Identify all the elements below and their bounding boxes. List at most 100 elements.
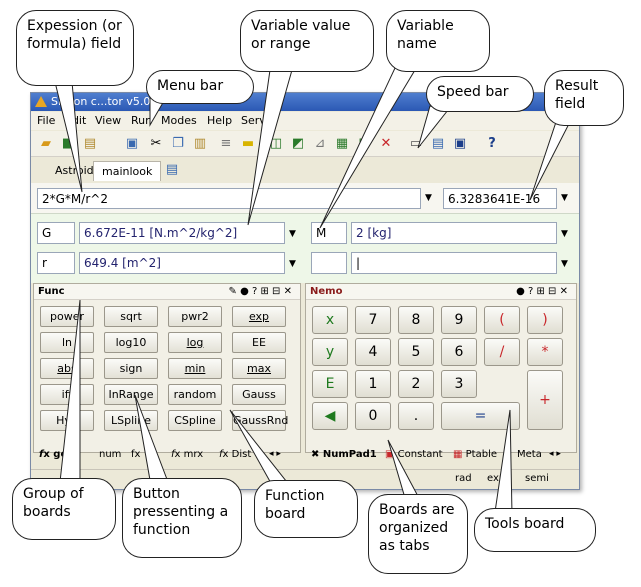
tab-mainlook[interactable]: mainlook xyxy=(93,161,162,181)
document-tabs: Astroid mainlook ▤ xyxy=(31,158,579,182)
tab-meta[interactable]: Meta xyxy=(517,449,542,460)
numpad-button-8[interactable]: 8 xyxy=(398,306,434,334)
numpad-button-.[interactable]: . xyxy=(398,402,434,430)
variable-dropdown-icon[interactable]: ▼ xyxy=(289,259,296,269)
func-button-random[interactable]: random xyxy=(168,384,222,405)
tab-constant[interactable]: ▣ Constant xyxy=(385,449,443,460)
numpad-button-9[interactable]: 9 xyxy=(441,306,477,334)
numpad-button-y[interactable]: y xyxy=(312,338,348,366)
menu-serv[interactable]: Serv xyxy=(241,114,266,127)
numpad-button-=[interactable]: = xyxy=(441,402,520,430)
func-button-sqrt[interactable]: sqrt xyxy=(104,306,158,327)
print-icon[interactable]: ▤ xyxy=(83,136,97,151)
variable-value-field[interactable]: | xyxy=(351,252,557,274)
document-icon[interactable]: ▣ xyxy=(125,136,139,151)
variable-name-field[interactable]: r xyxy=(37,252,75,274)
pointer-funcboard xyxy=(229,409,292,487)
callout-funcboard: Function board xyxy=(254,480,358,538)
help-icon[interactable]: ? xyxy=(488,136,496,151)
numpad-button-blank xyxy=(484,370,520,398)
variable-value-field[interactable]: 6.672E-11 [N.m^2/kg^2] xyxy=(79,222,285,244)
numpad-button-+[interactable]: + xyxy=(527,370,563,430)
numpad-button-3[interactable]: 3 xyxy=(441,370,477,398)
numpad-button-0[interactable]: 0 xyxy=(355,402,391,430)
menu-file[interactable]: File xyxy=(37,114,56,127)
tab-astroid[interactable]: Astroid xyxy=(55,164,94,177)
func-button-cspline[interactable]: CSpline xyxy=(168,410,222,431)
variable-dropdown-icon[interactable]: ▼ xyxy=(561,259,568,269)
menu-view[interactable]: View xyxy=(95,114,122,127)
callout-result: Result field xyxy=(544,70,624,126)
clear-icon[interactable]: ✕ xyxy=(380,136,392,151)
numpad-button-5[interactable]: 5 xyxy=(398,338,434,366)
numpad-button-6[interactable]: 6 xyxy=(441,338,477,366)
func-button-ee[interactable]: EE xyxy=(232,332,286,353)
func-board-title: Func xyxy=(38,286,65,297)
nemo-board-header: Nemo ● ? ⊞ ⊟ ✕ xyxy=(306,284,576,300)
table-icon[interactable]: ▦ xyxy=(335,136,349,151)
variable-dropdown-icon[interactable]: ▼ xyxy=(561,229,568,239)
variable-name-field[interactable] xyxy=(311,252,347,274)
window-title: Sicyon c...tor v5.0 ( xyxy=(51,95,159,108)
numpad-button-E[interactable]: E xyxy=(312,370,348,398)
numpad-button-/[interactable]: / xyxy=(484,338,520,366)
numpad-button-2[interactable]: 2 xyxy=(398,370,434,398)
numpad-button-)[interactable]: ) xyxy=(527,306,563,334)
expression-dropdown-icon[interactable]: ▼ xyxy=(425,193,432,203)
open-folder-icon[interactable]: ▰ xyxy=(41,136,51,151)
variable-value-field[interactable]: 2 [kg] xyxy=(351,222,557,244)
tab-dist[interactable]: fx Dist xyxy=(219,449,252,460)
result-field[interactable]: 6.3283641E-16 xyxy=(443,188,557,209)
func-button-exp[interactable]: exp xyxy=(232,306,286,327)
variable-dropdown-icon[interactable]: ▼ xyxy=(289,229,296,239)
func-button-gaussrnd[interactable]: GaussRnd xyxy=(232,410,288,431)
copy-icon[interactable]: ❐ xyxy=(172,136,184,151)
panel-icon[interactable]: ▣ xyxy=(453,136,467,151)
func-button-gauss[interactable]: Gauss xyxy=(232,384,286,405)
func-button-inrange[interactable]: InRange xyxy=(104,384,158,405)
tab-num[interactable]: num xyxy=(99,449,122,460)
callout-varname: Variable name xyxy=(386,10,490,72)
highlight-icon[interactable]: ▬ xyxy=(241,136,255,151)
func-button-log[interactable]: log xyxy=(168,332,222,353)
variable-name-field[interactable]: G xyxy=(37,222,75,244)
tab-numpad1[interactable]: ✖ NumPad1 xyxy=(311,449,377,460)
numpad-button-4[interactable]: 4 xyxy=(355,338,391,366)
numpad-button-x[interactable]: x xyxy=(312,306,348,334)
new-tab-icon[interactable]: ▤ xyxy=(165,162,179,177)
tab-ptable[interactable]: ▦ Ptable xyxy=(453,449,497,460)
board-controls[interactable]: ● ? ⊞ ⊟ ✕ xyxy=(516,286,568,297)
board-controls[interactable]: ✎ ● ? ⊞ ⊟ ✕ xyxy=(228,286,292,297)
nemo-board-title: Nemo xyxy=(310,286,343,297)
numpad-button-7[interactable]: 7 xyxy=(355,306,391,334)
numpad-button-([interactable]: ( xyxy=(484,306,520,334)
graph-icon[interactable]: ◩ xyxy=(291,136,305,151)
numpad-button-1[interactable]: 1 xyxy=(355,370,391,398)
func-button-pwr2[interactable]: pwr2 xyxy=(168,306,222,327)
tab-fx[interactable]: fx xyxy=(131,449,141,460)
plot-icon[interactable]: ⊿ xyxy=(314,136,326,151)
chart-icon[interactable]: ◫ xyxy=(269,136,283,151)
window-icon[interactable]: ▤ xyxy=(431,136,445,151)
expression-field[interactable]: 2*G*M/r^2 xyxy=(37,188,421,209)
cut-icon[interactable]: ✂ xyxy=(150,136,162,151)
tab-scroll-arrows[interactable]: ◂ ▸ xyxy=(549,449,561,459)
paste-icon[interactable]: ▥ xyxy=(193,136,207,151)
result-dropdown-icon[interactable]: ▼ xyxy=(561,193,568,203)
func-button-max[interactable]: max xyxy=(232,358,286,379)
func-button-log10[interactable]: log10 xyxy=(104,332,158,353)
func-button-min[interactable]: min xyxy=(168,358,222,379)
numpad-button-*[interactable]: * xyxy=(527,338,563,366)
tab-mrx[interactable]: fx mrx xyxy=(171,449,204,460)
menu-modes[interactable]: Modes xyxy=(161,114,197,127)
callout-tools: Tools board xyxy=(474,508,596,552)
func-button-sign[interactable]: sign xyxy=(104,358,158,379)
menu-help[interactable]: Help xyxy=(207,114,233,127)
tab-scroll-arrows[interactable]: ◂ ▸ xyxy=(269,449,281,459)
enter-arrow-icon[interactable]: ◀ xyxy=(312,402,348,430)
variable-value-field[interactable]: 649.4 [m^2] xyxy=(79,252,285,274)
ruler-icon[interactable]: ≡ xyxy=(220,136,232,151)
status-format: exp xyxy=(487,473,506,484)
menu-run[interactable]: Run xyxy=(131,114,153,127)
